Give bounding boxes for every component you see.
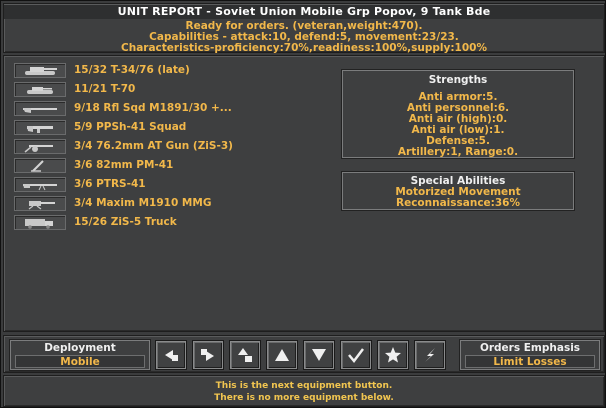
equipment-row[interactable]: 3/6 82mm PM-41 (12, 157, 332, 175)
equipment-label: 3/6 82mm PM-41 (74, 159, 174, 171)
equipment-row[interactable]: 15/26 ZiS-5 Truck (12, 214, 332, 232)
anti-tank-rifle-icon (14, 177, 66, 192)
equipment-label: 9/18 Rfl Sqd M1891/30 +... (74, 102, 232, 114)
retreat-icon (312, 349, 326, 361)
attack-right-button[interactable] (193, 341, 223, 369)
lightning-icon (425, 348, 435, 362)
strengths-title: Strengths (428, 74, 488, 86)
equipment-row[interactable]: 3/4 76.2mm AT Gun (ZiS-3) (12, 138, 332, 156)
help-footer: This is the next equipment button. There… (3, 375, 605, 407)
characteristics-line: Characteristics-proficiency:70%,readines… (121, 42, 487, 54)
orders-emphasis-box[interactable]: Orders Emphasis Limit Losses (460, 340, 600, 370)
orders-bar: Deployment Mobile Orders Emphasis (3, 335, 605, 373)
equipment-label: 15/26 ZiS-5 Truck (74, 216, 177, 228)
equipment-label: 5/9 PPSh-41 Squad (74, 121, 187, 133)
equipment-row[interactable]: 5/9 PPSh-41 Squad (12, 119, 332, 137)
confirm-button[interactable] (341, 341, 371, 369)
equipment-row[interactable]: 9/18 Rfl Sqd M1891/30 +... (12, 100, 332, 118)
equipment-label: 11/21 T-70 (74, 83, 136, 95)
lightning-button[interactable] (415, 341, 445, 369)
deployment-box[interactable]: Deployment Mobile (10, 340, 150, 370)
special-abilities-box: Special Abilities Motorized Movement Rec… (342, 172, 574, 210)
advance-button[interactable] (267, 341, 297, 369)
at-gun-icon (14, 139, 66, 154)
attack-left-button[interactable] (156, 341, 186, 369)
checkmark-icon (348, 348, 364, 364)
star-button[interactable] (378, 341, 408, 369)
equipment-label: 3/6 PTRS-41 (74, 178, 146, 190)
special-ability-line: Motorized Movement (395, 186, 521, 198)
report-title: UNIT REPORT - Soviet Union Mobile Grp Po… (4, 5, 604, 19)
star-icon (385, 347, 401, 363)
capabilities-line: Capabilities - attack:10, defend:5, move… (149, 31, 459, 43)
tank-icon (14, 63, 66, 78)
retreat-button[interactable] (304, 341, 334, 369)
special-abilities-title: Special Abilities (410, 175, 506, 187)
help-line-1: This is the next equipment button. (215, 381, 393, 391)
attack-left-icon (165, 350, 178, 361)
attack-right-icon (201, 349, 214, 361)
strength-line: Anti armor:5. (418, 91, 498, 103)
orders-emphasis-value[interactable]: Limit Losses (465, 355, 595, 368)
equipment-row[interactable]: 3/4 Maxim M1910 MMG (12, 195, 332, 213)
orders-emphasis-title: Orders Emphasis (479, 342, 581, 354)
advance-icon (275, 349, 289, 361)
deployment-title: Deployment (44, 342, 116, 354)
strength-line: Artillery:1, Range:0. (397, 146, 519, 158)
hold-icon (238, 348, 252, 362)
machine-gun-icon (14, 196, 66, 211)
light-tank-icon (14, 82, 66, 97)
strength-line: Anti air (low):1. (411, 124, 505, 136)
deployment-value[interactable]: Mobile (15, 355, 145, 368)
help-line-2: There is no more equipment below. (214, 393, 394, 403)
main-panel: 15/32 T-34/76 (late) 11/21 T-70 9/18 Rfl… (3, 55, 605, 332)
report-header: UNIT REPORT - Soviet Union Mobile Grp Po… (3, 3, 605, 54)
strength-line: Anti personnel:6. (406, 102, 510, 114)
truck-icon (14, 215, 66, 230)
strength-line: Defense:5. (426, 135, 490, 147)
equipment-row[interactable]: 3/6 PTRS-41 (12, 176, 332, 194)
rifle-icon (14, 101, 66, 116)
status-line: Ready for orders. (veteran,weight:470). (185, 20, 423, 32)
special-ability-line: Reconnaissance:36% (395, 197, 521, 209)
hold-button[interactable] (230, 341, 260, 369)
equipment-row[interactable]: 11/21 T-70 (12, 81, 332, 99)
equipment-label: 15/32 T-34/76 (late) (74, 64, 190, 76)
strengths-box: Strengths Anti armor:5. Anti personnel:6… (342, 70, 574, 158)
equipment-row[interactable]: 15/32 T-34/76 (late) (12, 62, 332, 80)
strength-line: Anti air (high):0. (408, 113, 508, 125)
equipment-label: 3/4 76.2mm AT Gun (ZiS-3) (74, 140, 233, 152)
smg-icon (14, 120, 66, 135)
mortar-icon (14, 158, 66, 173)
equipment-label: 3/4 Maxim M1910 MMG (74, 197, 212, 209)
